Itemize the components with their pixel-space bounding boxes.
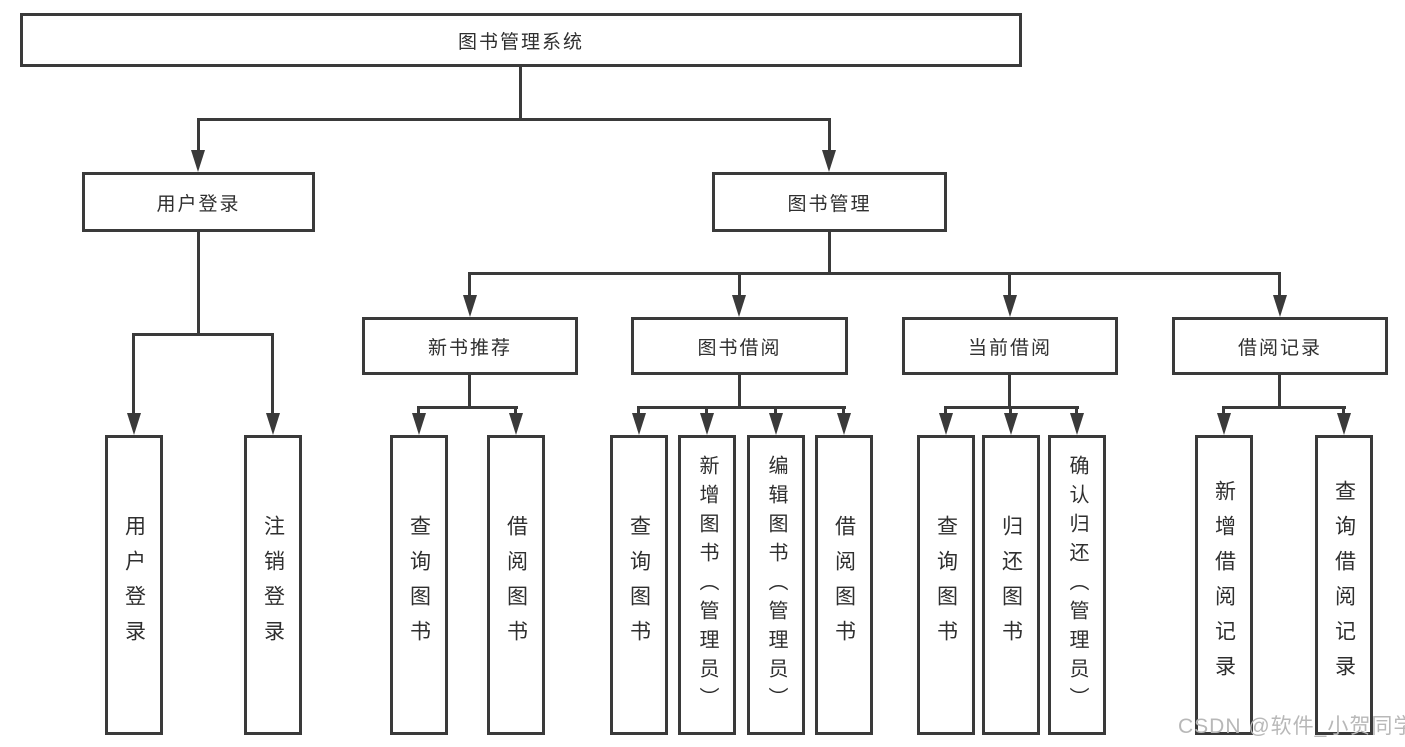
leaf-return-books: 归还图书 [982, 435, 1040, 735]
connector-drop-query-books-recommend [417, 406, 420, 416]
node-label: 确认归还（管理员） [1066, 454, 1088, 716]
connector-book-borrow-branchline [637, 406, 846, 409]
connector-borrow-records-branchline [1222, 406, 1346, 409]
connector-book-borrow-stem [738, 375, 741, 408]
node-label: 编辑图书（管理员） [765, 454, 787, 716]
connector-borrow-records-stem [1278, 375, 1281, 408]
connector-user-login-branchline [132, 333, 274, 336]
connector-current-borrow-stem [1008, 375, 1011, 408]
connector-drop-add-books-admin [705, 406, 708, 416]
leaf-add-books-admin: 新增图书（管理员） [678, 435, 736, 735]
connector-root-stem [519, 67, 522, 121]
connector-drop-query-borrow-record [1342, 406, 1345, 416]
arrowhead-query-borrow-record [1337, 413, 1351, 435]
arrowhead-add-books-admin [700, 413, 714, 435]
arrowhead-return-books [1004, 413, 1018, 435]
node-label: 新增图书（管理员） [696, 454, 718, 716]
connector-drop-borrow-books-borrow [842, 406, 845, 416]
node-label: 查询图书 [627, 515, 651, 655]
leaf-borrow-books-borrow: 借阅图书 [815, 435, 873, 735]
leaf-query-books-current: 查询图书 [917, 435, 975, 735]
leaf-confirm-return-admin: 确认归还（管理员） [1048, 435, 1106, 735]
node-book-management-system: 图书管理系统 [20, 13, 1022, 67]
node-label: 新增借阅记录 [1212, 480, 1236, 690]
connector-drop-query-books-borrow [637, 406, 640, 416]
connector-drop-return-books [1009, 406, 1012, 416]
arrowhead-leaf-logout [266, 413, 280, 435]
connector-drop-confirm-return-admin [1075, 406, 1078, 416]
connector-drop-book-management [828, 118, 831, 152]
arrowhead-new-book-recommend [463, 295, 477, 317]
arrowhead-book-borrow [732, 295, 746, 317]
arrowhead-borrow-books-borrow [837, 413, 851, 435]
arrowhead-borrow-books-recommend [509, 413, 523, 435]
node-user-login: 用户登录 [82, 172, 315, 232]
node-book-management: 图书管理 [712, 172, 947, 232]
leaf-user-login: 用户登录 [105, 435, 163, 735]
arrowhead-user-login [191, 150, 205, 172]
connector-drop-leaf-user-login [132, 333, 135, 415]
connector-drop-query-books-current [944, 406, 947, 416]
arrowhead-query-books-recommend [412, 413, 426, 435]
connector-drop-current-borrow [1008, 272, 1011, 296]
node-label: 用户登录 [122, 515, 146, 655]
node-label: 图书借阅 [697, 337, 782, 359]
node-current-borrow: 当前借阅 [902, 317, 1118, 375]
connector-drop-add-borrow-record [1222, 406, 1225, 416]
connector-drop-edit-books-admin [774, 406, 777, 416]
leaf-logout: 注销登录 [244, 435, 302, 735]
node-label: 借阅记录 [1237, 337, 1322, 359]
arrowhead-borrow-records [1273, 295, 1287, 317]
connector-new-book-recommend-stem [468, 375, 471, 408]
arrowhead-add-borrow-record [1217, 413, 1231, 435]
connector-drop-new-book-recommend [468, 272, 471, 296]
connector-new-book-recommend-branchline [417, 406, 518, 409]
arrowhead-query-books-borrow [632, 413, 646, 435]
node-borrow-records: 借阅记录 [1172, 317, 1388, 375]
node-book-borrow: 图书借阅 [631, 317, 848, 375]
leaf-query-books-borrow: 查询图书 [610, 435, 668, 735]
arrowhead-query-books-current [939, 413, 953, 435]
connector-user-login-stem [197, 232, 200, 335]
connector-drop-borrow-books-recommend [514, 406, 517, 416]
node-label: 归还图书 [999, 515, 1023, 655]
arrowhead-current-borrow [1003, 295, 1017, 317]
leaf-add-borrow-record: 新增借阅记录 [1195, 435, 1253, 735]
node-label: 注销登录 [261, 515, 285, 655]
node-label: 当前借阅 [967, 337, 1052, 359]
node-label: 新书推荐 [427, 337, 512, 359]
node-label: 查询图书 [407, 515, 431, 655]
connector-drop-borrow-records [1278, 272, 1281, 296]
node-label: 图书管理 [787, 193, 872, 215]
node-label: 图书管理系统 [457, 31, 584, 53]
connector-root-branchline [197, 118, 831, 121]
connector-drop-book-borrow [738, 272, 741, 296]
arrowhead-confirm-return-admin [1070, 413, 1084, 435]
node-new-book-recommend: 新书推荐 [362, 317, 578, 375]
leaf-query-books-recommend: 查询图书 [390, 435, 448, 735]
arrowhead-book-management [822, 150, 836, 172]
node-label: 查询图书 [934, 515, 958, 655]
node-label: 用户登录 [156, 193, 241, 215]
arrowhead-edit-books-admin [769, 413, 783, 435]
node-label: 查询借阅记录 [1332, 480, 1356, 690]
leaf-query-borrow-record: 查询借阅记录 [1315, 435, 1373, 735]
arrowhead-leaf-user-login [127, 413, 141, 435]
connector-drop-leaf-logout [271, 333, 274, 415]
connector-drop-user-login [197, 118, 200, 152]
leaf-edit-books-admin: 编辑图书（管理员） [747, 435, 805, 735]
connector-book-management-stem [828, 232, 831, 274]
node-label: 借阅图书 [504, 515, 528, 655]
csdn-watermark: CSDN @软件_小贺同学 [1178, 715, 1405, 738]
leaf-borrow-books-recommend: 借阅图书 [487, 435, 545, 735]
node-label: 借阅图书 [832, 515, 856, 655]
connector-book-management-branchline [468, 272, 1281, 275]
